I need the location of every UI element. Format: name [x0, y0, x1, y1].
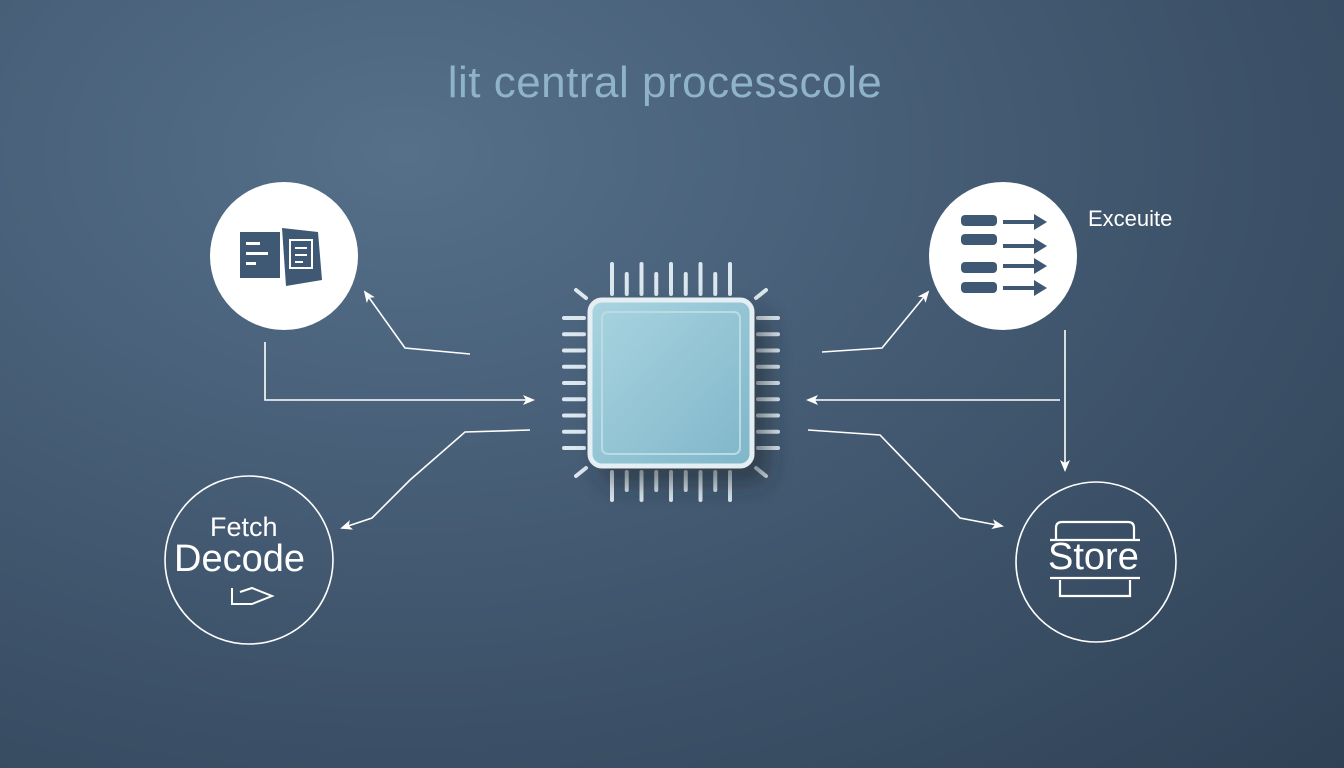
execute-label: Exceuite	[1088, 206, 1173, 231]
connector-cpu-to-fetch	[363, 290, 471, 355]
connector-cpu-to-execute	[821, 290, 930, 353]
execute-node	[929, 182, 1077, 330]
cpu-chip-icon	[562, 262, 780, 502]
connector-fetch-to-cpu	[264, 342, 535, 405]
cpu-pin	[574, 466, 588, 478]
store-label: Store	[1048, 536, 1139, 578]
cpu-pin	[574, 288, 588, 300]
cpu-pin	[754, 466, 768, 478]
cpu-pin	[754, 288, 768, 300]
diagram-title: lit central processcole	[447, 58, 883, 107]
connector-cpu-to-store	[807, 429, 1004, 530]
connector-cpu-to-decode	[340, 429, 531, 530]
list-arrows-icon	[961, 214, 1047, 296]
connectors	[264, 290, 1070, 530]
decode-node	[164, 475, 334, 645]
decode-label: Decode	[174, 538, 305, 580]
document-icon	[240, 228, 322, 286]
fetch-node	[210, 182, 358, 330]
storage-tray-icon	[1050, 520, 1140, 598]
chevron-right-icon	[231, 586, 275, 605]
fetch-label: Fetch	[210, 512, 278, 542]
store-node	[1015, 481, 1177, 643]
